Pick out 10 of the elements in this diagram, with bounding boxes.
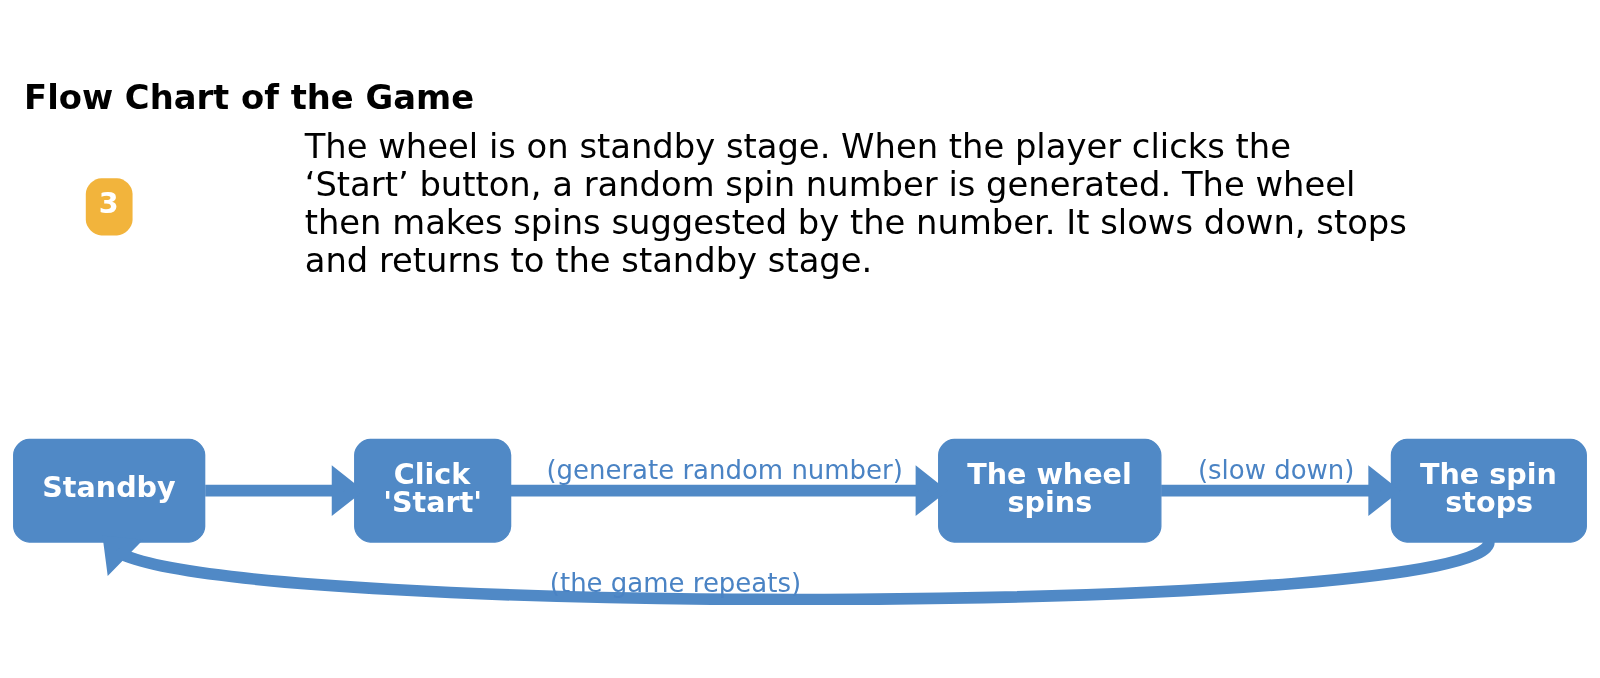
node-box: The spin stops — [1390, 438, 1587, 543]
diagram-title: Flow Chart of the Game — [24, 78, 475, 118]
node-box: Click 'Start' — [354, 438, 512, 543]
node-box: Standby — [13, 438, 206, 543]
label: 3 — [98, 185, 119, 220]
edge-label: (the game repeats) — [549, 567, 802, 598]
edge-label: (slow down) — [1197, 454, 1355, 485]
node-box: The wheel spins — [938, 438, 1162, 543]
edge-label: (generate random number) — [546, 454, 903, 485]
label: The wheel is on standby stage. When the player clicks the ‘Start’ button, a random spin number is generated. The wheel then makes spins suggested by the number. It slows down, stops and returns to the standby stage. — [304, 127, 1407, 280]
